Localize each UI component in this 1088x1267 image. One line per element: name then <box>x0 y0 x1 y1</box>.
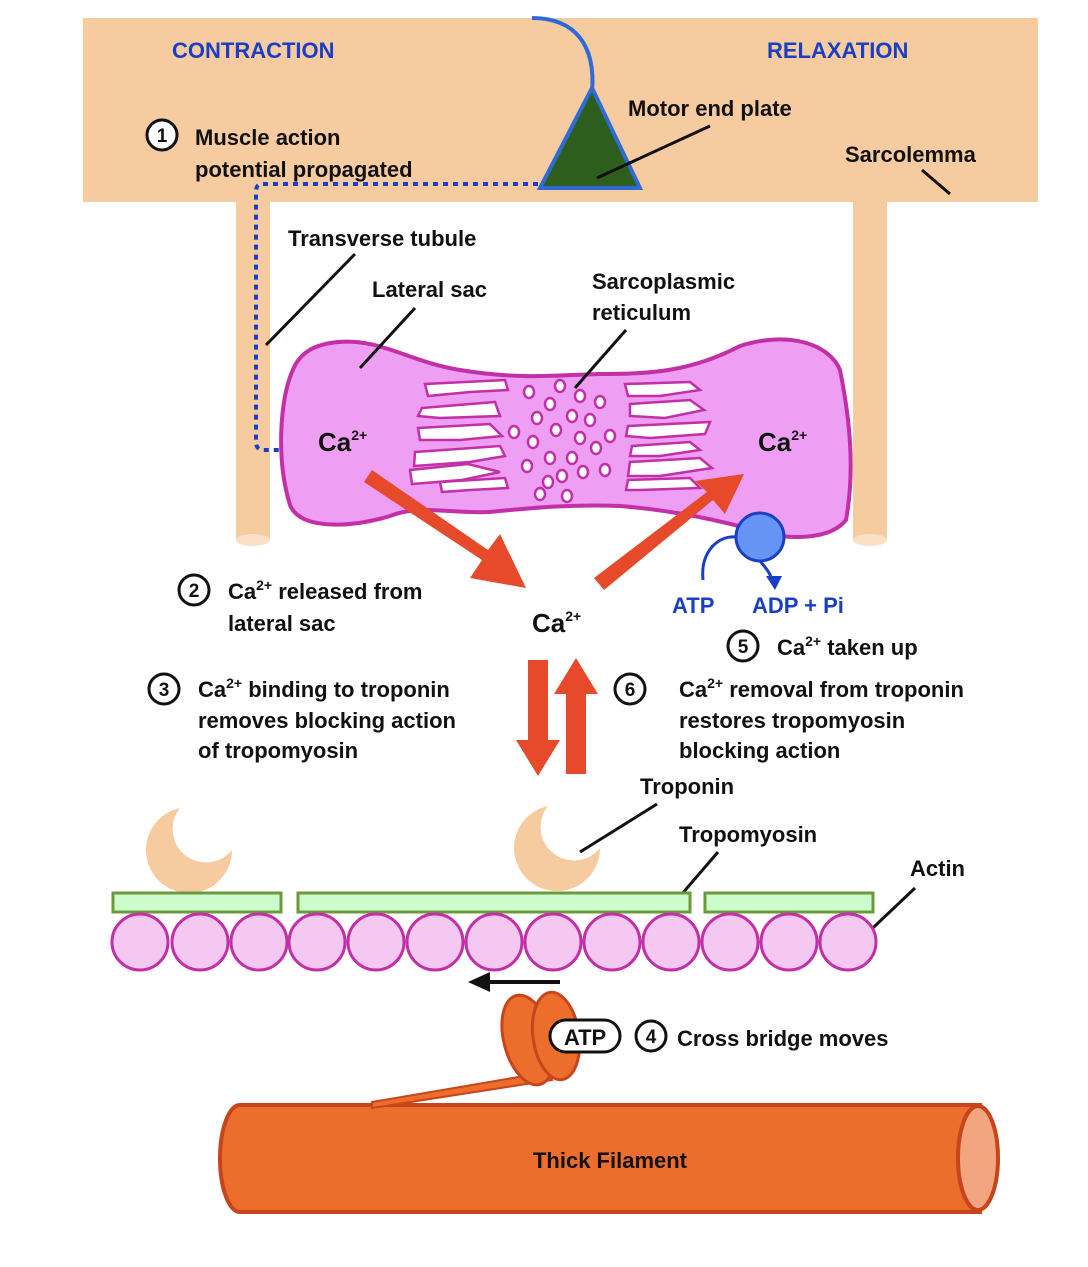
step-5-line1: Ca2+ taken up <box>777 633 918 660</box>
label-lateral-sac: Lateral sac <box>372 277 487 302</box>
label-actin: Actin <box>910 856 965 881</box>
actin-filament <box>110 912 878 972</box>
cross-bridge-arm <box>371 1070 554 1110</box>
step-2: 2 Ca2+ released from lateral sac <box>177 573 423 636</box>
tropomyosin-strands <box>111 891 875 914</box>
label-transverse-tubule: Transverse tubule <box>288 226 476 251</box>
step-3-number: 3 <box>159 680 170 701</box>
tropomyosin-strand-3 <box>703 891 875 914</box>
ca-ion-sr-right: Ca2+ <box>758 427 807 457</box>
step-3: 3 Ca2+ binding to troponin removes block… <box>147 672 456 763</box>
nerve-fiber <box>531 16 595 93</box>
step-3-line2: removes blocking action <box>198 708 456 733</box>
step-5: 5 Ca2+ taken up <box>726 629 918 663</box>
step-6-number: 6 <box>625 680 636 701</box>
label-atp-head: ATP <box>564 1025 606 1050</box>
step-4-line1: Cross bridge moves <box>677 1026 889 1051</box>
step-1: 1 Muscle action potential propagated <box>145 118 413 182</box>
troponin-left <box>146 808 233 894</box>
step-2-line2: lateral sac <box>228 611 336 636</box>
label-atp-pump: ATP <box>672 593 714 618</box>
actin-bead <box>582 912 642 972</box>
sr-tubules-right <box>623 380 715 492</box>
heading-contraction: CONTRACTION <box>172 38 335 63</box>
actin-bead <box>287 912 347 972</box>
step-2-number: 2 <box>189 581 200 602</box>
label-troponin: Troponin <box>640 774 734 799</box>
actin-bead <box>523 912 583 972</box>
arrow-ca-uptake <box>594 474 744 590</box>
pointer-troponin <box>579 802 658 854</box>
actin-bead <box>346 912 406 972</box>
pump-atp-curve <box>701 535 737 581</box>
arrow-binding-down <box>516 660 560 776</box>
step-4: 4 Cross bridge moves <box>634 1019 889 1053</box>
label-sarcolemma: Sarcolemma <box>845 142 977 167</box>
step-1-line2: potential propagated <box>195 157 413 182</box>
sr-vesicles <box>507 378 617 504</box>
actin-bead <box>405 912 465 972</box>
actin-bead <box>759 912 819 972</box>
pump-adp-arrowhead <box>766 576 782 590</box>
actin-bead <box>700 912 760 972</box>
actin-bead <box>110 912 170 972</box>
calcium-pump <box>734 511 786 563</box>
pointer-transverse-tubule <box>264 252 357 347</box>
pointer-sarcoplasmic-reticulum <box>573 329 628 389</box>
step-6: 6 Ca2+ removal from troponin restores tr… <box>613 672 964 763</box>
t-tubule-right <box>853 200 887 546</box>
actin-bead <box>229 912 289 972</box>
label-tropomyosin: Tropomyosin <box>679 822 817 847</box>
sr-tubules-left <box>408 378 510 494</box>
arrow-ca-release <box>364 470 526 588</box>
tropomyosin-strand-1 <box>111 891 283 914</box>
heading-relaxation: RELAXATION <box>767 38 908 63</box>
movement-arrow-head <box>468 972 490 992</box>
label-adp-pi: ADP + Pi <box>752 593 844 618</box>
actin-bead <box>464 912 524 972</box>
step-5-number: 5 <box>738 637 749 658</box>
step-1-line1: Muscle action <box>195 125 340 150</box>
step-6-line3: blocking action <box>679 738 840 763</box>
label-sarcoplasmic-line2: reticulum <box>592 300 691 325</box>
t-tubule-left <box>236 200 270 546</box>
pointer-motor-end-plate <box>596 124 711 180</box>
motor-end-plate-shape <box>536 83 644 190</box>
step-6-line1: Ca2+ removal from troponin <box>679 675 964 702</box>
troponin-center <box>514 806 601 892</box>
step-1-number: 1 <box>157 126 168 147</box>
step-3-line1: Ca2+ binding to troponin <box>198 675 450 702</box>
label-thick-filament: Thick Filament <box>533 1148 688 1173</box>
step-3-line3: of tropomyosin <box>198 738 358 763</box>
step-2-line1: Ca2+ released from <box>228 577 423 604</box>
arrow-removal-up <box>554 658 598 774</box>
tropomyosin-strand-2 <box>296 891 692 914</box>
actin-bead <box>170 912 230 972</box>
ca-ion-cytosol: Ca2+ <box>532 608 581 638</box>
pointer-sarcolemma <box>921 168 951 196</box>
atp-head-badge <box>548 1018 622 1054</box>
label-sarcoplasmic-line1: Sarcoplasmic <box>592 269 735 294</box>
step-4-number: 4 <box>646 1027 657 1048</box>
label-motor-end-plate: Motor end plate <box>628 96 792 121</box>
actin-bead <box>818 912 878 972</box>
action-potential-path <box>254 182 538 452</box>
ca-ion-sr-left: Ca2+ <box>318 427 367 457</box>
thick-filament <box>218 1103 1000 1214</box>
step-6-line2: restores tropomyosin <box>679 708 905 733</box>
actin-bead <box>641 912 701 972</box>
pointer-lateral-sac <box>358 306 417 370</box>
